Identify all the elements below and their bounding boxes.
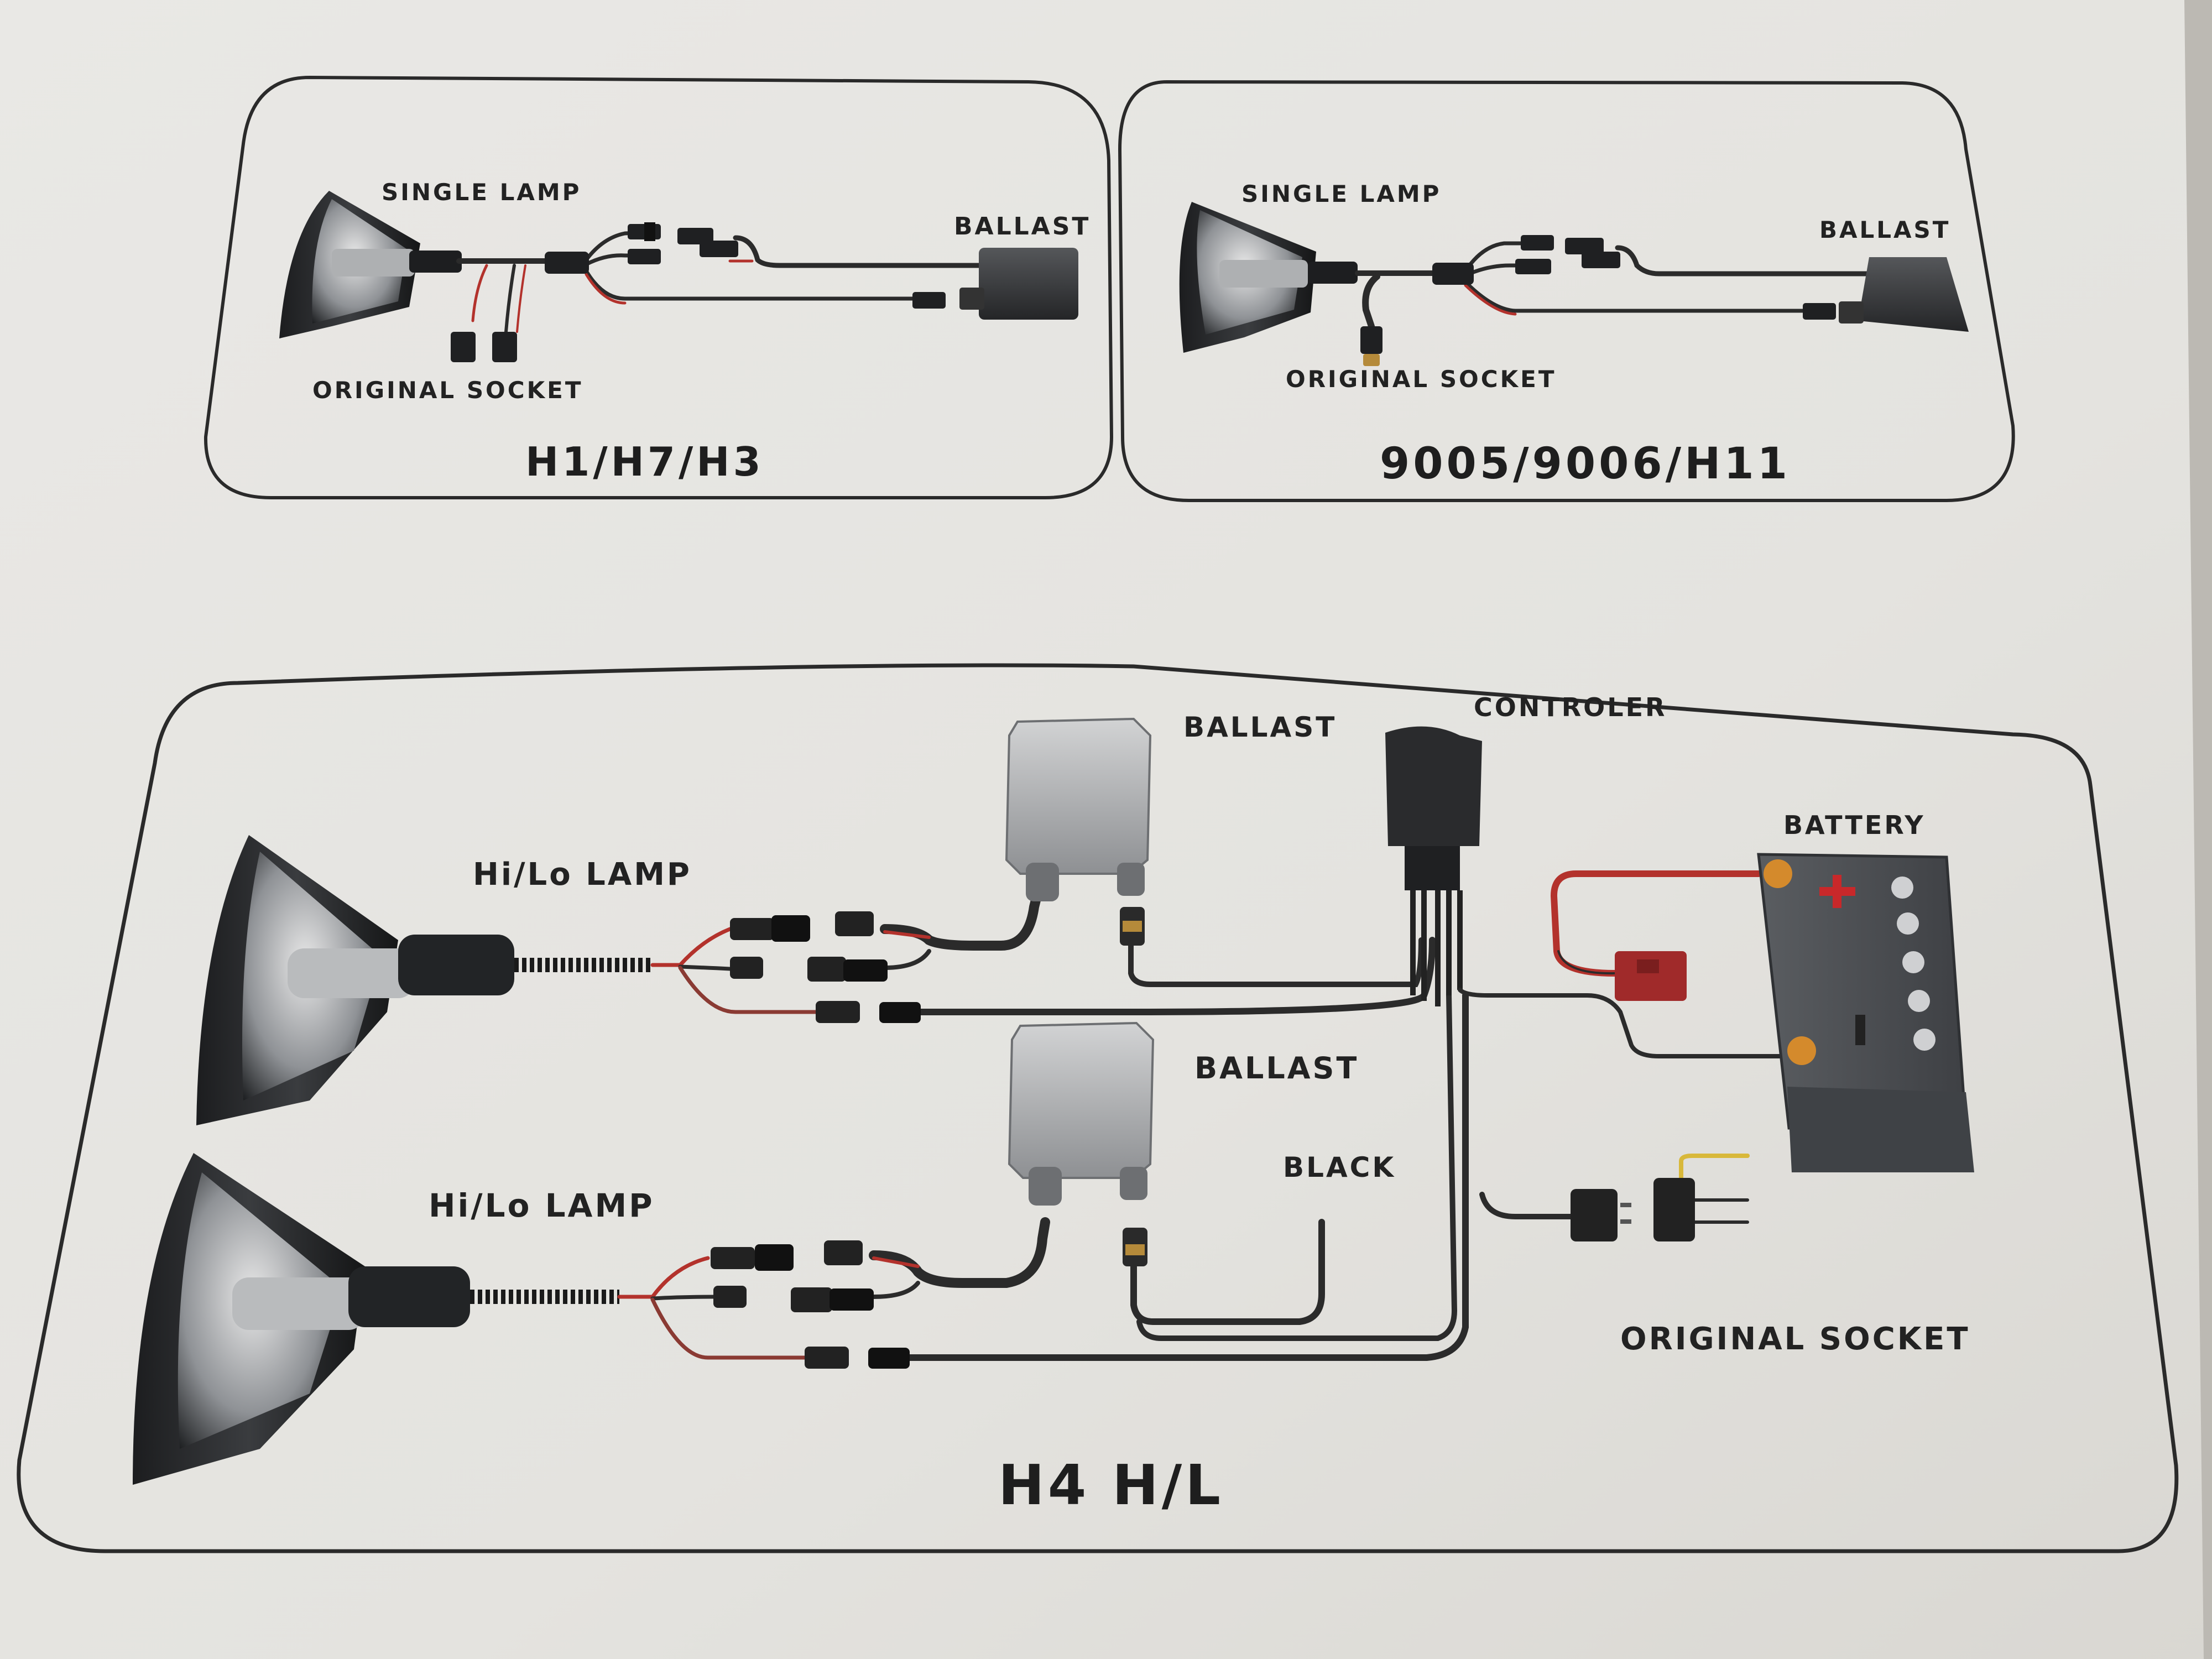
paper-edge-shadow (2184, 0, 2212, 1659)
ballast-2-icon (1008, 1021, 1155, 1266)
panel-border (204, 75, 1114, 499)
connector-plugs (1360, 235, 1836, 366)
ballast-1-icon (1005, 717, 1152, 946)
original-socket-label: ORIGINAL SOCKET (1286, 366, 1556, 393)
controller-icon (1385, 726, 1482, 1006)
hi-lo-lamp-2-icon (133, 1153, 619, 1485)
single-lamp-label: SINGLE LAMP (382, 179, 581, 206)
panel-border (1118, 80, 2015, 502)
ballast-1-label: BALLAST (1183, 711, 1337, 743)
battery-icon (1757, 853, 1974, 1172)
ballast-label: BALLAST (954, 212, 1091, 241)
original-socket-label: ORIGINAL SOCKET (312, 377, 583, 404)
panel-h1-h7-h3: SINGLE LAMP BALLAST ORIGINAL SOCKET H1/H… (204, 75, 1114, 499)
ballast-icon (1839, 257, 1969, 332)
wiring-harness (456, 230, 987, 333)
battery-label: BATTERY (1783, 810, 1926, 840)
ballast-2-label: BALLAST (1194, 1051, 1359, 1086)
single-lamp-icon (279, 191, 462, 338)
lamp-1-connectors (730, 911, 921, 1023)
single-lamp-icon (1179, 202, 1358, 353)
panel-h4-hl: BALLAST BALLAST CONTROLER BATTERY Hi/Lo … (17, 663, 2179, 1553)
black-wire-label: BLACK (1283, 1151, 1396, 1183)
single-lamp-label: SINGLE LAMP (1241, 180, 1441, 207)
connector-plugs (451, 222, 946, 362)
original-socket-plug-icon (1571, 1178, 1695, 1241)
controller-label: CONTROLER (1474, 692, 1667, 722)
battery-wiring (1458, 870, 1799, 1224)
original-socket-label: ORIGINAL SOCKET (1620, 1321, 1970, 1357)
hi-lo-lamp-1-icon (196, 835, 653, 1125)
panel-title: H4 H/L (998, 1453, 1224, 1517)
lamp-2-wiring (617, 992, 1469, 1361)
fuse-holder-icon (1615, 951, 1687, 1001)
lamp-2-connectors (711, 1240, 910, 1369)
panel-title: H1/H7/H3 (525, 439, 764, 485)
panel-title: 9005/9006/H11 (1380, 439, 1791, 489)
lamp-2-label: Hi/Lo LAMP (429, 1187, 655, 1224)
ballast-icon (959, 248, 1078, 320)
panel-border (17, 663, 2179, 1553)
panel-9005-9006-h11: SINGLE LAMP BALLAST ORIGINAL SOCKET 9005… (1118, 80, 2015, 502)
ballast-label: BALLAST (1819, 216, 1950, 243)
lamp-1-label: Hi/Lo LAMP (473, 857, 692, 893)
